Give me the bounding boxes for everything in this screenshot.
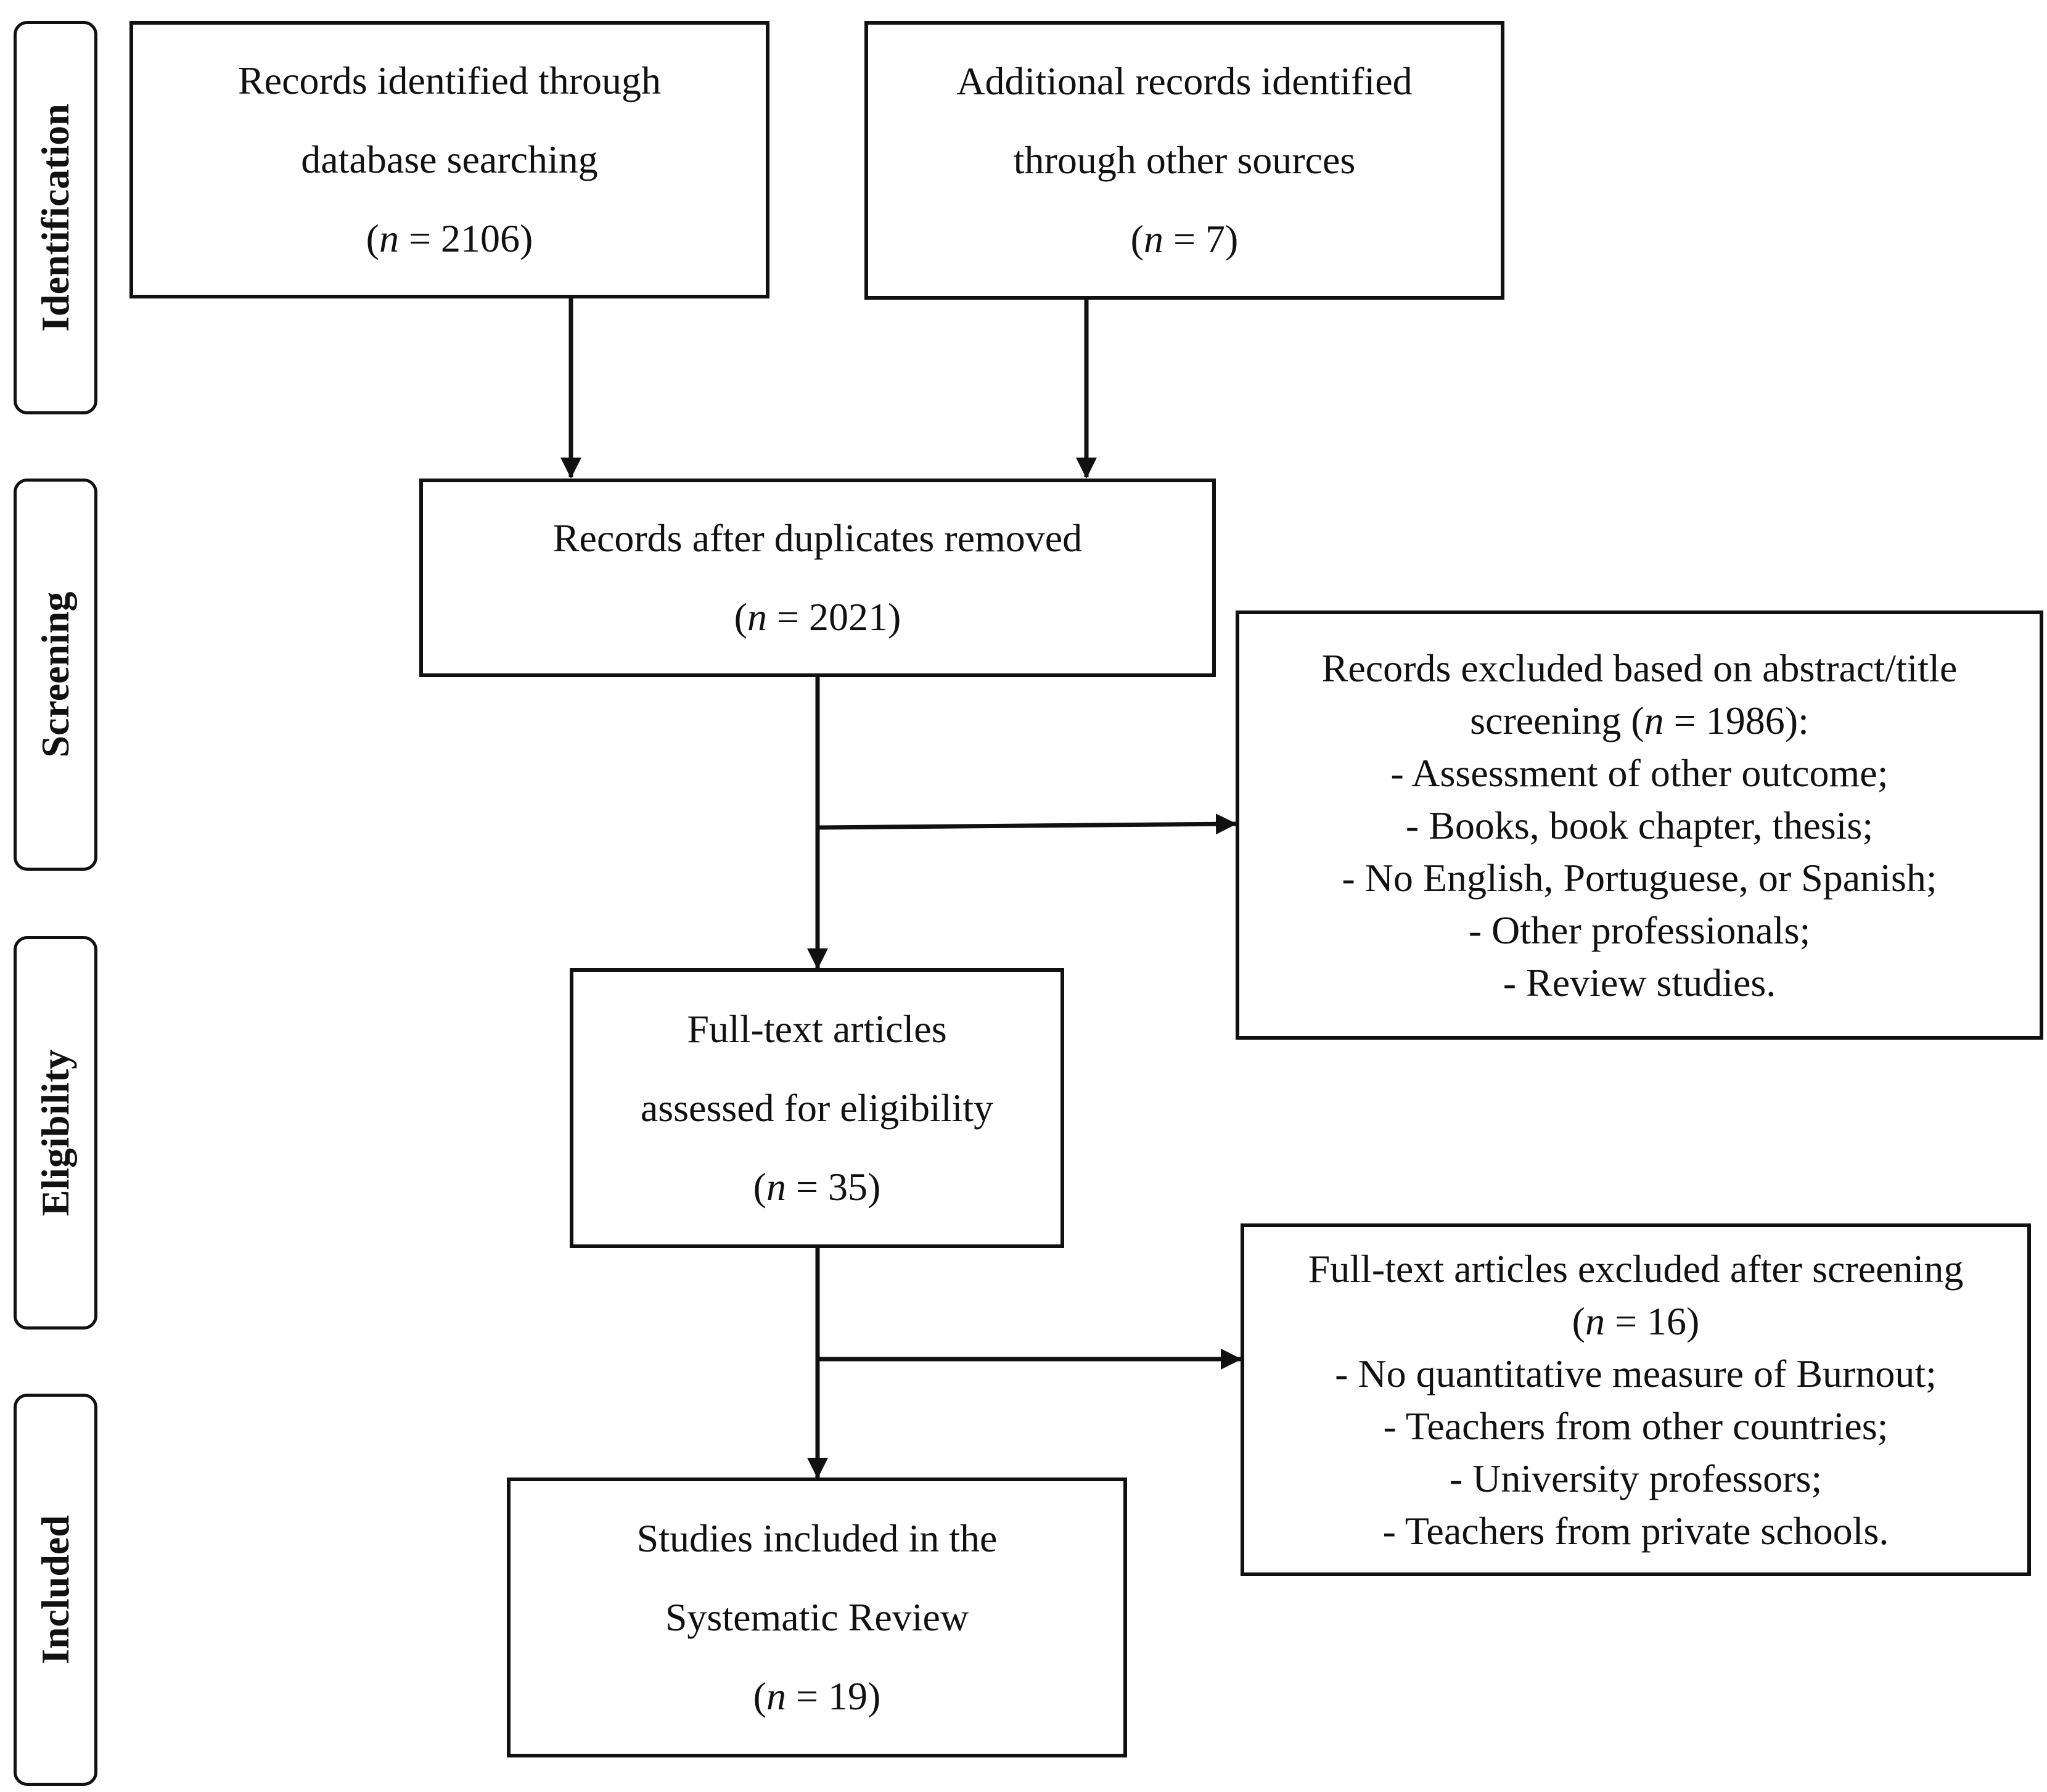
included-line2: Systematic Review xyxy=(665,1595,969,1639)
box-excluded-full-text: Full-text articles excluded after screen… xyxy=(1241,1223,2031,1576)
excluded-full-text-count: (n = 16) xyxy=(1572,1299,1700,1343)
included-line1: Studies included in the xyxy=(636,1516,998,1560)
excluded-screening-item: - No English, Portuguese, or Spanish; xyxy=(1342,855,1937,900)
excluded-full-text-item: - Teachers from other countries; xyxy=(1383,1404,1889,1448)
excluded-screening-line2: screening (n = 1986): xyxy=(1470,698,1809,742)
database-count: (n = 2106) xyxy=(366,216,533,260)
arrow-to-excluded-screening xyxy=(817,813,1237,835)
excluded-screening-item: - Books, book chapter, thesis; xyxy=(1405,803,1874,847)
other-sources-count: (n = 7) xyxy=(1130,217,1239,261)
stage-included: Included xyxy=(14,1394,97,1786)
box-full-text-assessed: Full-text articles assessed for eligibil… xyxy=(570,968,1064,1248)
stage-identification: Identification xyxy=(14,21,97,414)
box-after-duplicates: Records after duplicates removed (n = 20… xyxy=(419,479,1216,677)
box-other-sources: Additional records identified through ot… xyxy=(864,21,1504,300)
after-duplicates-count: (n = 2021) xyxy=(734,595,901,639)
full-text-line2: assessed for eligibility xyxy=(640,1086,994,1130)
excluded-screening-line1: Records excluded based on abstract/title xyxy=(1321,646,1958,690)
included-count: (n = 19) xyxy=(753,1674,881,1718)
box-database-records: Records identified through database sear… xyxy=(129,21,769,298)
excluded-full-text-item: - Teachers from private schools. xyxy=(1382,1509,1889,1553)
database-line1: Records identified through xyxy=(237,59,662,102)
excluded-screening-item: - Assessment of other outcome; xyxy=(1390,750,1889,795)
box-excluded-screening: Records excluded based on abstract/title… xyxy=(1236,610,2043,1040)
excluded-full-text-item: - No quantitative measure of Burnout; xyxy=(1335,1352,1937,1395)
box-studies-included: Studies included in the Systematic Revie… xyxy=(507,1478,1127,1757)
excluded-full-text-item: - University professors; xyxy=(1449,1457,1823,1500)
stage-screening: Screening xyxy=(14,479,97,871)
other-sources-line1: Additional records identified xyxy=(956,59,1413,103)
after-duplicates-line1: Records after duplicates removed xyxy=(552,516,1083,560)
database-line2: database searching xyxy=(301,138,598,181)
excluded-full-text-line1: Full-text articles excluded after screen… xyxy=(1308,1247,1964,1291)
full-text-count: (n = 35) xyxy=(753,1165,881,1209)
excluded-screening-item: - Other professionals; xyxy=(1468,908,1811,952)
full-text-line1: Full-text articles xyxy=(687,1007,947,1051)
stage-eligibility: Eligibility xyxy=(14,936,97,1330)
excluded-screening-item: - Review studies. xyxy=(1503,960,1776,1005)
other-sources-line2: through other sources xyxy=(1013,138,1356,182)
